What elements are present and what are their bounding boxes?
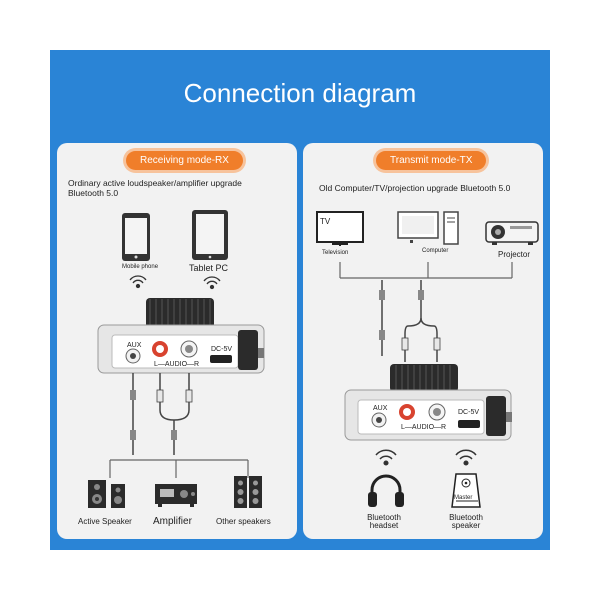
bluetooth-headset-label: Bluetooth headset (354, 514, 414, 530)
dc-port-label-left: DC-5V (211, 346, 233, 353)
mobile-phone-label: Mobile phone (122, 264, 159, 270)
aux-cable-left (130, 373, 136, 455)
aux-port-label-left: AUX (127, 342, 142, 349)
transmit-mode-badge: Transmit mode-TX (376, 151, 487, 170)
projector-icon (485, 221, 539, 245)
dc-port-label-right: DC-5V (458, 409, 480, 416)
bluetooth-headset-label-line1: Bluetooth (367, 513, 401, 522)
audio-port-label-right: L—AUDIO—R (401, 424, 447, 431)
wireless-icon-tablet (203, 276, 221, 290)
bluetooth-speaker-label-line1: Bluetooth (449, 513, 483, 522)
receiving-description-line2: Bluetooth 5.0 (68, 188, 119, 198)
audio-port-label-left: L—AUDIO—R (154, 361, 200, 368)
active-speaker-label: Active Speaker (78, 517, 132, 526)
receiving-description-line1: Ordinary active loudspeaker/amplifier up… (68, 178, 242, 188)
source-bus-right (339, 262, 513, 279)
diagram-title: Connection diagram (183, 78, 417, 108)
television-icon (316, 211, 364, 246)
computer-icon (397, 211, 459, 245)
wireless-icon-speaker (455, 449, 477, 466)
aux-cable-right (379, 280, 385, 356)
headset-icon (368, 474, 404, 507)
receiver-device-left (97, 298, 265, 374)
aux-port-label-right: AUX (373, 405, 388, 412)
other-speakers-label: Other speakers (216, 517, 271, 526)
amplifier-label: Amplifier (153, 516, 192, 527)
wireless-icon-phone (129, 275, 147, 289)
rca-cable-right (401, 280, 441, 362)
bluetooth-speaker-label-line2: speaker (451, 521, 481, 530)
rca-cable-left (156, 373, 193, 455)
bluetooth-speaker-icon (451, 473, 481, 508)
transmitter-device-right (344, 364, 512, 441)
mobile-phone-icon (122, 213, 150, 261)
other-speakers-icon (234, 476, 262, 508)
computer-label: Computer (422, 248, 449, 254)
tablet-pc-label: Tablet PC (189, 263, 229, 273)
receiving-mode-badge: Receiving mode-RX (126, 151, 243, 170)
transmit-mode-panel (303, 143, 543, 539)
tv-screen-text: TV (320, 217, 331, 226)
projector-label: Projector (498, 250, 531, 259)
transmit-description: Old Computer/TV/projection upgrade Bluet… (319, 183, 511, 193)
speaker-master-tag: Master (454, 495, 473, 501)
amplifier-icon (155, 484, 197, 507)
output-bus-left (109, 459, 249, 478)
bluetooth-headset-label-line2: headset (369, 521, 399, 530)
receiving-description: Ordinary active loudspeaker/amplifier up… (68, 178, 242, 198)
bluetooth-speaker-label: Bluetooth speaker (436, 514, 496, 530)
tablet-icon (192, 210, 228, 260)
active-speaker-icon (88, 480, 125, 508)
wireless-icon-headset (375, 449, 397, 466)
television-label: Television (322, 250, 349, 256)
